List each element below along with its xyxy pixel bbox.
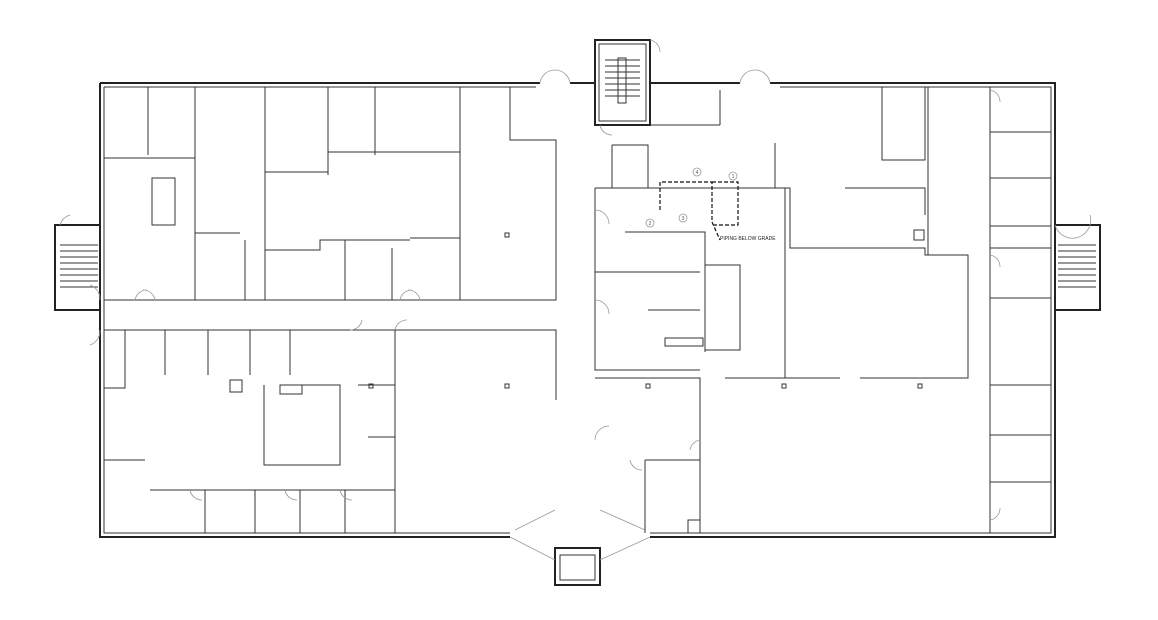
interior-walls-right	[594, 87, 1051, 533]
piping-layout: 1 2 3 4 PIPING BELOW GRADE	[645, 167, 776, 242]
entrance-vestibule	[509, 509, 651, 586]
callout-4: 4	[696, 170, 699, 176]
piping-note: PIPING BELOW GRADE	[720, 236, 776, 242]
stair-right	[1054, 224, 1101, 311]
column-markers	[368, 232, 923, 389]
stair-left	[54, 224, 101, 311]
door-swings	[59, 39, 1092, 521]
callout-3: 3	[682, 216, 685, 222]
interior-walls-left	[104, 87, 557, 533]
callout-2: 2	[649, 221, 652, 227]
callout-1: 1	[732, 174, 735, 180]
exterior-walls	[99, 82, 1056, 538]
stair-top	[594, 39, 651, 126]
